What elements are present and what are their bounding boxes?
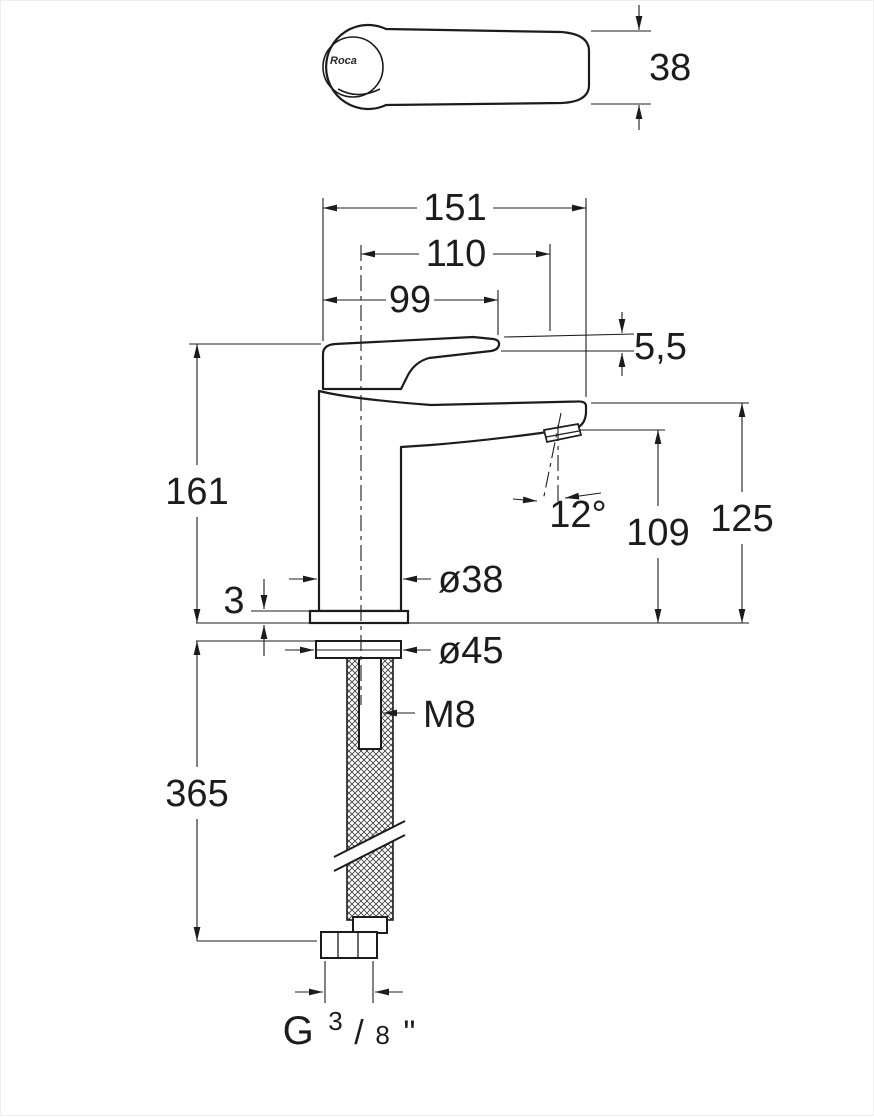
dim-base-plate: 3 [223,580,244,622]
m8-stud [358,657,382,750]
dim-lever-tip: 5,5 [634,326,687,368]
dim-5-5-group: 5,5 [618,312,687,376]
dim-body-diameter: ø38 [438,559,503,601]
hose-nut [320,931,378,959]
dim-spout-reach: 110 [426,233,487,275]
handle-cap-arc [337,88,381,96]
dim-365-group: 365 [165,641,229,941]
dim-110-group: 110 [361,233,550,275]
dim-spout-height: 125 [710,498,773,540]
dim-3-group: 3 [223,579,268,656]
dim-125-group: 125 [710,403,774,623]
dim-d38-group: ø38 [289,559,503,601]
dim-total-width: 151 [423,187,486,229]
hose-break [334,821,405,871]
handle-plan-view: Roca [322,23,591,111]
dim-g38-group: G 3 / 8 " [283,988,416,1053]
dim-body-height: 161 [165,471,228,513]
dim-109-group: 109 [626,430,690,623]
dim-d45-group: ø45 [285,630,503,672]
dim-stud-thread: M8 [423,694,476,736]
dim-handle-reach: 99 [389,279,431,321]
dim-base-diameter: ø45 [438,630,503,672]
base-flange [308,609,410,625]
spout-aerator [542,423,583,443]
lever-handle [321,335,501,391]
dim-hose-length: 365 [165,773,228,815]
faucet-side-view [196,245,749,959]
dim-outlet-height: 109 [626,512,689,554]
dim-99-group: 99 [323,279,498,321]
hose-collar [352,916,388,934]
handle-plan-outline [325,23,591,111]
body-and-spout [317,389,588,613]
dim-handle-height: 38 [649,47,691,89]
brand-logo: Roca [330,55,357,67]
dim-151-group: 151 [323,187,586,229]
dim-161-group: 161 [165,344,229,623]
dim-38-group: 38 [591,5,691,130]
dim-12deg-group: 12° [512,412,607,536]
dim-m8-group: M8 [383,694,476,736]
dim-connection-thread: G 3 / 8 " [283,997,416,1053]
dim-spout-angle: 12° [549,494,606,536]
handle-cap-circle [322,36,384,98]
extension-lines [189,198,749,1003]
